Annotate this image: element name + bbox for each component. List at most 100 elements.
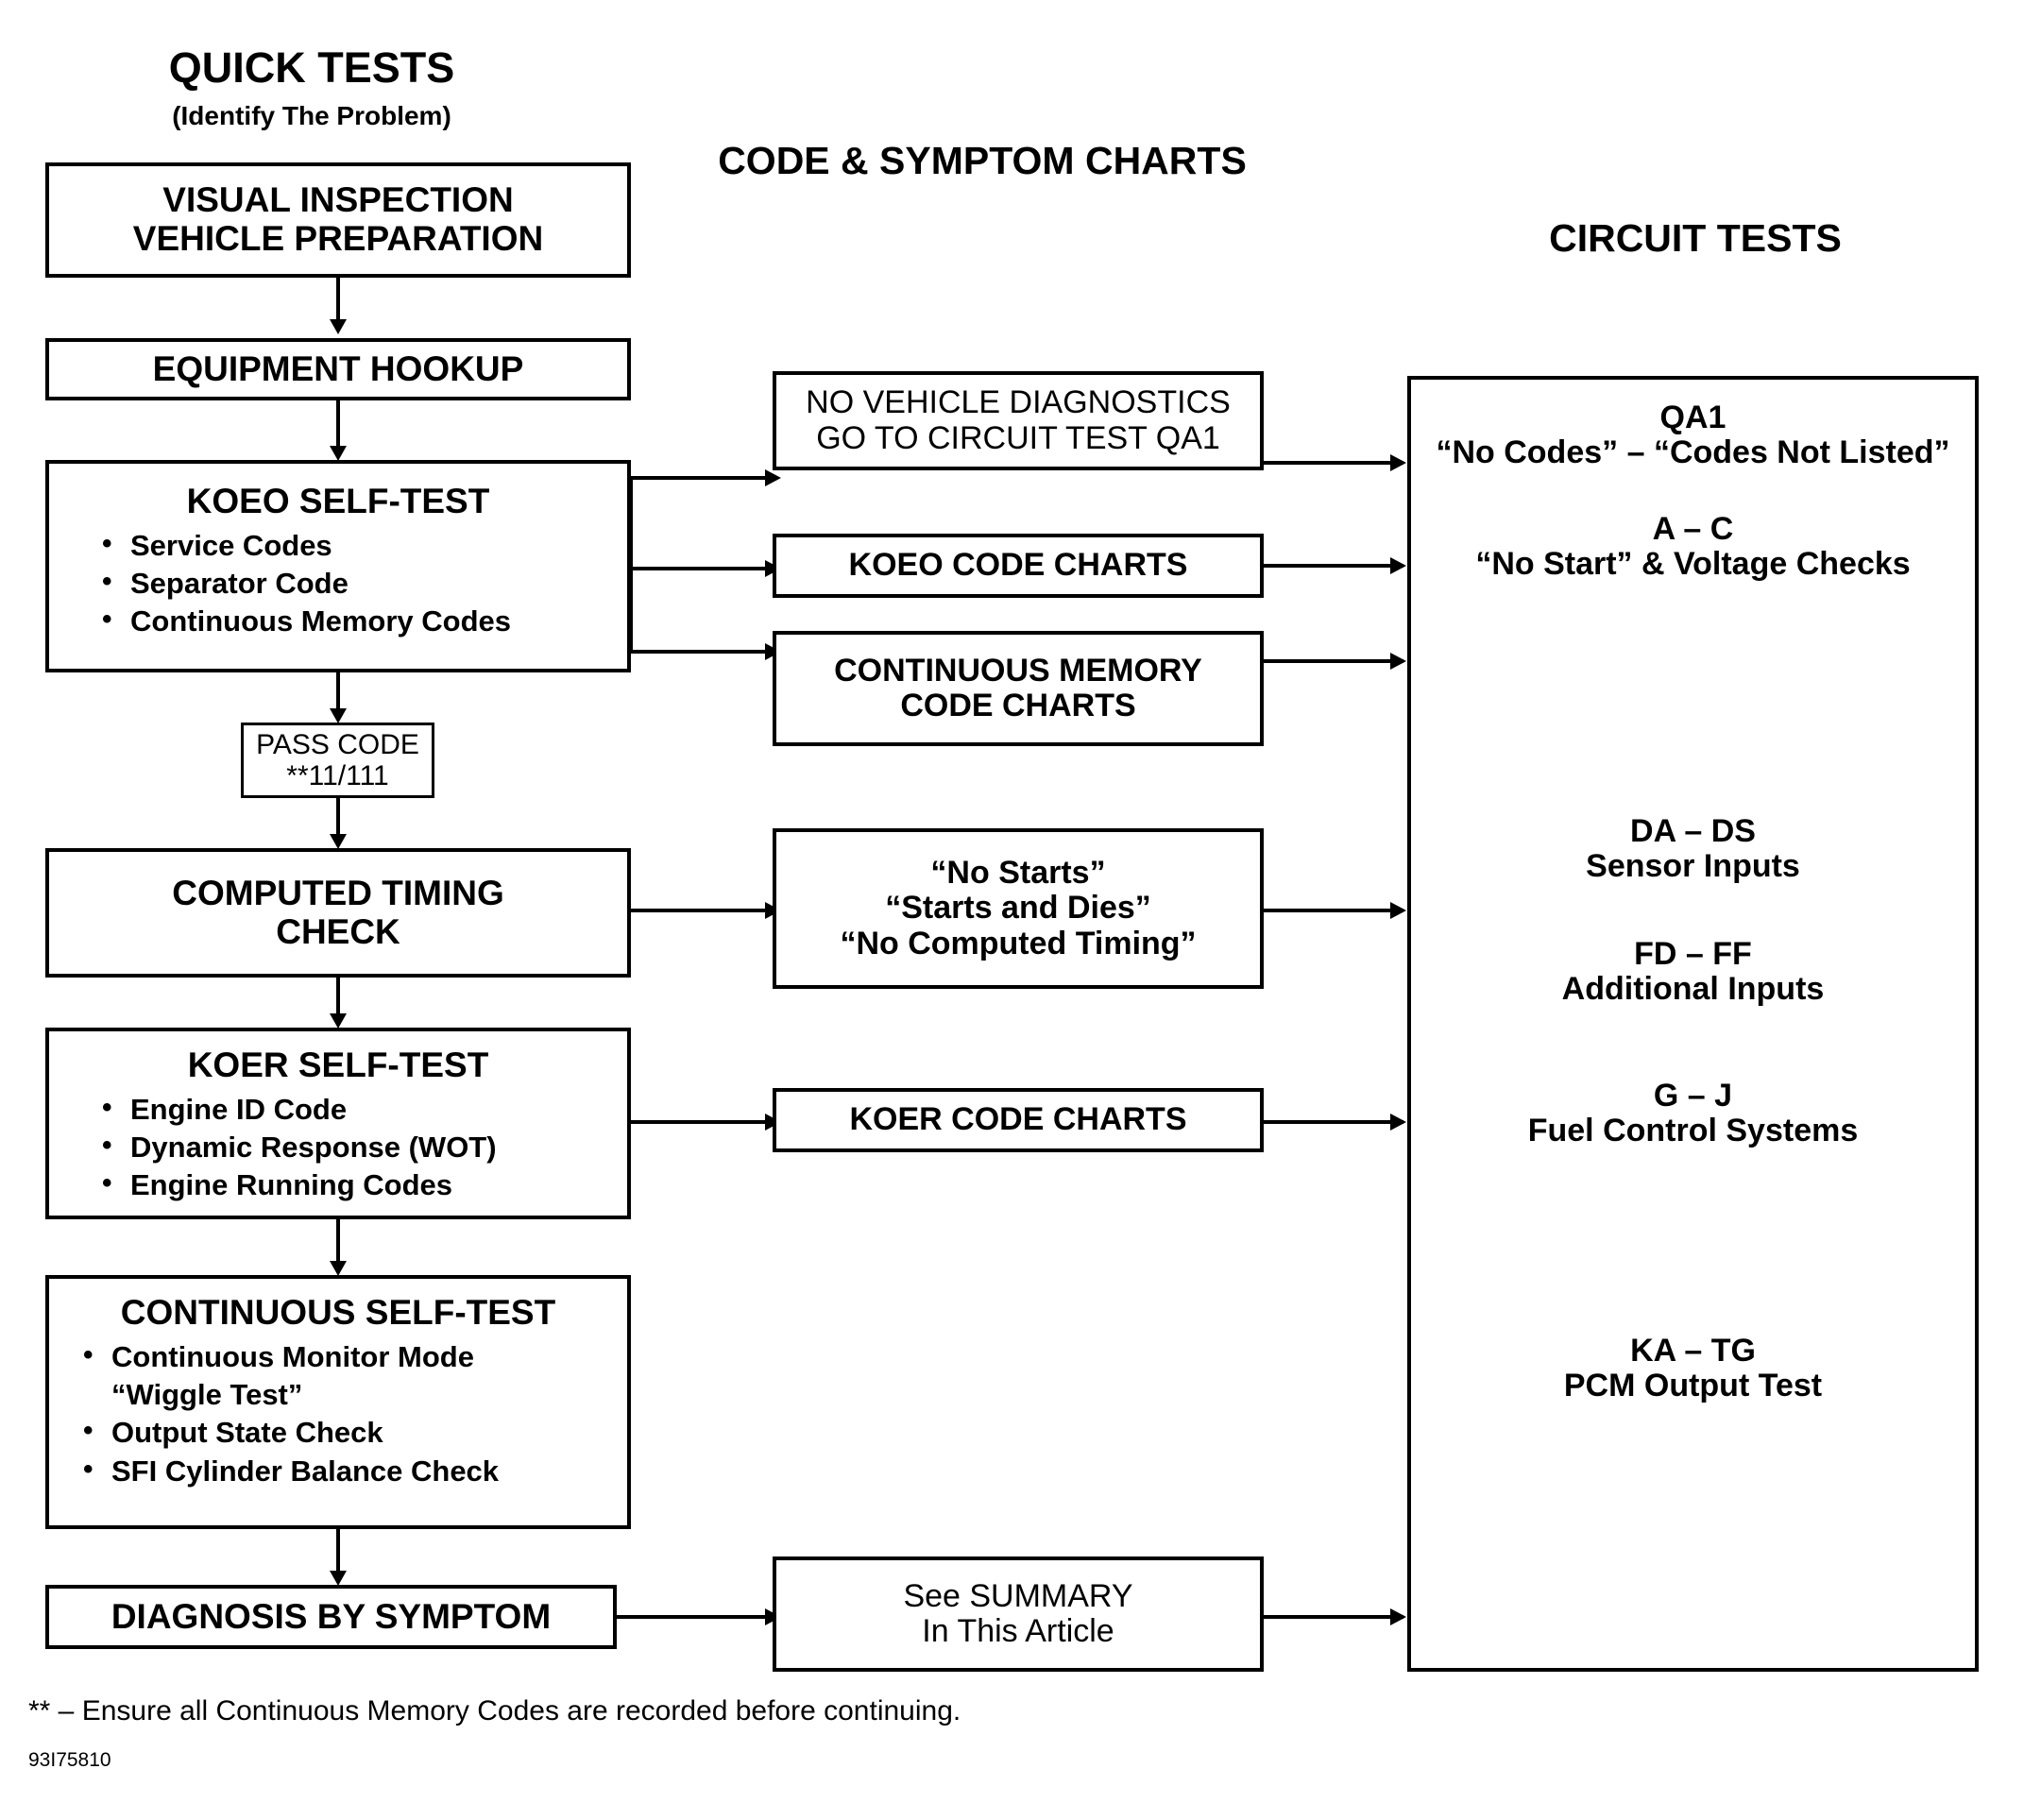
visual-inspection-line1: VISUAL INSPECTION: [162, 180, 514, 220]
arrowhead-koeo-to-no-vehicle-diagnostics: [765, 469, 781, 486]
connector-passcode-to-computed-timing: [336, 798, 340, 838]
koer-code-charts-title: KOER CODE CHARTS: [849, 1101, 1187, 1138]
no-starts-line2: “Starts and Dies”: [885, 890, 1151, 927]
circuit-test-entry-g-j[interactable]: G – J Fuel Control Systems: [1411, 1078, 1975, 1149]
see-summary-line1: See SUMMARY: [903, 1577, 1133, 1614]
list-item: Continuous Monitor Mode “Wiggle Test”: [83, 1336, 627, 1415]
connector-see-summary-to-panel: [1264, 1615, 1403, 1619]
arrowhead-equipment-to-koeo: [330, 446, 347, 461]
circuit-test-entry-ka-tg[interactable]: KA – TG PCM Output Test: [1411, 1333, 1975, 1404]
connector-koeo-to-koeo-code-charts: [629, 567, 771, 570]
box-see-summary[interactable]: See SUMMARY In This Article: [773, 1556, 1264, 1672]
quick-tests-subtitle: (Identify The Problem): [172, 101, 451, 130]
code-symptom-charts-title: CODE & SYMPTOM CHARTS: [718, 139, 1247, 182]
visual-inspection-line2: VEHICLE PREPARATION: [132, 219, 544, 258]
connector-koeo-to-continuous-memory-charts: [629, 650, 771, 654]
pass-code-line1: PASS CODE: [256, 729, 419, 760]
circuit-test-desc: “No Codes” – “Codes Not Listed”: [1436, 434, 1950, 471]
diagnosis-by-symptom-title: DIAGNOSIS BY SYMPTOM: [111, 1596, 552, 1636]
box-continuous-self-test[interactable]: CONTINUOUS SELF-TEST Continuous Monitor …: [45, 1275, 631, 1529]
list-item: SFI Cylinder Balance Check: [83, 1451, 627, 1490]
circuit-test-entry-da-ds[interactable]: DA – DS Sensor Inputs: [1411, 813, 1975, 885]
connector-koeo-code-charts-to-panel: [1264, 564, 1403, 568]
connector-koeo-to-no-vehicle-diagnostics: [629, 476, 771, 480]
koeo-self-test-bullets: Service Codes Separator Code Continuous …: [49, 525, 627, 641]
koer-self-test-title: KOER SELF-TEST: [187, 1046, 489, 1084]
continuous-memory-code-charts-line2: CODE CHARTS: [900, 688, 1136, 723]
arrowhead-koer-code-charts-to-panel: [1390, 1114, 1406, 1131]
circuit-test-code: FD – FF: [1634, 936, 1752, 972]
no-starts-line3: “No Computed Timing”: [840, 925, 1197, 961]
quick-tests-title: QUICK TESTS: [168, 43, 455, 92]
connector-visual-to-equipment: [336, 278, 340, 323]
circuit-test-entry-fd-ff[interactable]: FD – FF Additional Inputs: [1411, 936, 1975, 1008]
connector-continuous-memory-charts-to-panel: [1264, 659, 1403, 663]
connector-koer-to-koer-code-charts: [629, 1120, 771, 1124]
no-vehicle-diagnostics-line2: GO TO CIRCUIT TEST QA1: [816, 419, 1220, 456]
arrowhead-no-vehicle-diagnostics-to-panel: [1390, 454, 1406, 471]
box-no-starts[interactable]: “No Starts” “Starts and Dies” “No Comput…: [773, 828, 1264, 989]
list-item: Engine Running Codes: [102, 1165, 627, 1204]
connector-computed-timing-to-no-starts: [629, 909, 771, 912]
no-starts-line1: “No Starts”: [930, 854, 1106, 891]
computed-timing-line1: COMPUTED TIMING: [172, 873, 504, 912]
circuit-test-entry-qa1[interactable]: QA1 “No Codes” – “Codes Not Listed”: [1411, 400, 1975, 471]
continuous-memory-code-charts-line1: CONTINUOUS MEMORY: [834, 652, 1202, 689]
box-continuous-memory-code-charts[interactable]: CONTINUOUS MEMORY CODE CHARTS: [773, 631, 1264, 746]
panel-circuit-tests[interactable]: QA1 “No Codes” – “Codes Not Listed” A – …: [1407, 376, 1979, 1672]
box-pass-code[interactable]: PASS CODE **11/111: [241, 723, 434, 798]
koeo-code-charts-title: KOEO CODE CHARTS: [848, 547, 1188, 584]
connector-continuous-to-diagnosis: [336, 1529, 340, 1574]
connector-diagnosis-to-see-summary: [617, 1615, 771, 1619]
circuit-test-code: G – J: [1653, 1078, 1733, 1114]
arrowhead-no-starts-to-panel: [1390, 902, 1406, 919]
see-summary-line2: In This Article: [922, 1613, 1114, 1649]
koeo-self-test-title: KOEO SELF-TEST: [186, 482, 490, 520]
list-item: Engine ID Code: [102, 1089, 627, 1129]
circuit-test-desc: “No Start” & Voltage Checks: [1475, 546, 1911, 583]
no-vehicle-diagnostics-line1: NO VEHICLE DIAGNOSTICS: [806, 384, 1231, 421]
connector-no-starts-to-panel: [1264, 909, 1403, 912]
box-no-vehicle-diagnostics[interactable]: NO VEHICLE DIAGNOSTICS GO TO CIRCUIT TES…: [773, 371, 1264, 470]
circuit-test-desc: Additional Inputs: [1561, 971, 1825, 1008]
arrowhead-computed-timing-to-koer: [330, 1013, 347, 1029]
list-item: Separator Code: [102, 563, 627, 603]
circuit-test-desc: PCM Output Test: [1563, 1368, 1823, 1404]
box-koeo-self-test[interactable]: KOEO SELF-TEST Service Codes Separator C…: [45, 460, 631, 672]
box-equipment-hookup[interactable]: EQUIPMENT HOOKUP: [45, 338, 631, 400]
arrowhead-koer-to-continuous: [330, 1261, 347, 1276]
pass-code-line2: **11/111: [286, 760, 389, 791]
connector-koeo-to-passcode: [336, 672, 340, 712]
box-diagnosis-by-symptom[interactable]: DIAGNOSIS BY SYMPTOM: [45, 1585, 617, 1649]
box-koer-code-charts[interactable]: KOER CODE CHARTS: [773, 1088, 1264, 1152]
connector-computed-timing-to-koer: [336, 978, 340, 1017]
connector-koeo-right-bus: [629, 476, 633, 652]
circuit-test-code: QA1: [1659, 400, 1726, 435]
connector-no-vehicle-diagnostics-to-panel: [1264, 461, 1403, 465]
circuit-test-code: A – C: [1652, 511, 1734, 547]
list-item: Service Codes: [102, 525, 627, 565]
connector-koer-to-continuous: [336, 1219, 340, 1265]
circuit-test-code: DA – DS: [1630, 813, 1756, 849]
box-koer-self-test[interactable]: KOER SELF-TEST Engine ID Code Dynamic Re…: [45, 1028, 631, 1219]
continuous-self-test-title: CONTINUOUS SELF-TEST: [120, 1293, 556, 1332]
circuit-test-desc: Fuel Control Systems: [1527, 1113, 1859, 1149]
box-computed-timing-check[interactable]: COMPUTED TIMING CHECK: [45, 848, 631, 978]
box-visual-inspection[interactable]: VISUAL INSPECTION VEHICLE PREPARATION: [45, 162, 631, 278]
connector-equipment-to-koeo: [336, 400, 340, 450]
footnote-text: ** – Ensure all Continuous Memory Codes …: [28, 1695, 961, 1726]
circuit-tests-title: CIRCUIT TESTS: [1549, 216, 1842, 260]
continuous-self-test-bullets: Continuous Monitor Mode “Wiggle Test” Ou…: [49, 1336, 627, 1490]
figure-id-label: 93I75810: [28, 1749, 111, 1771]
arrowhead-continuous-to-diagnosis: [330, 1571, 347, 1586]
equipment-hookup-title: EQUIPMENT HOOKUP: [152, 349, 524, 388]
koer-self-test-bullets: Engine ID Code Dynamic Response (WOT) En…: [49, 1089, 627, 1205]
list-item: Output State Check: [83, 1412, 627, 1452]
arrowhead-visual-to-equipment: [330, 319, 347, 334]
arrowhead-passcode-to-computed-timing: [330, 834, 347, 849]
list-item: Dynamic Response (WOT): [102, 1127, 627, 1166]
connector-koer-code-charts-to-panel: [1264, 1120, 1403, 1124]
box-koeo-code-charts[interactable]: KOEO CODE CHARTS: [773, 534, 1264, 598]
circuit-test-entry-a-c[interactable]: A – C “No Start” & Voltage Checks: [1411, 511, 1975, 583]
